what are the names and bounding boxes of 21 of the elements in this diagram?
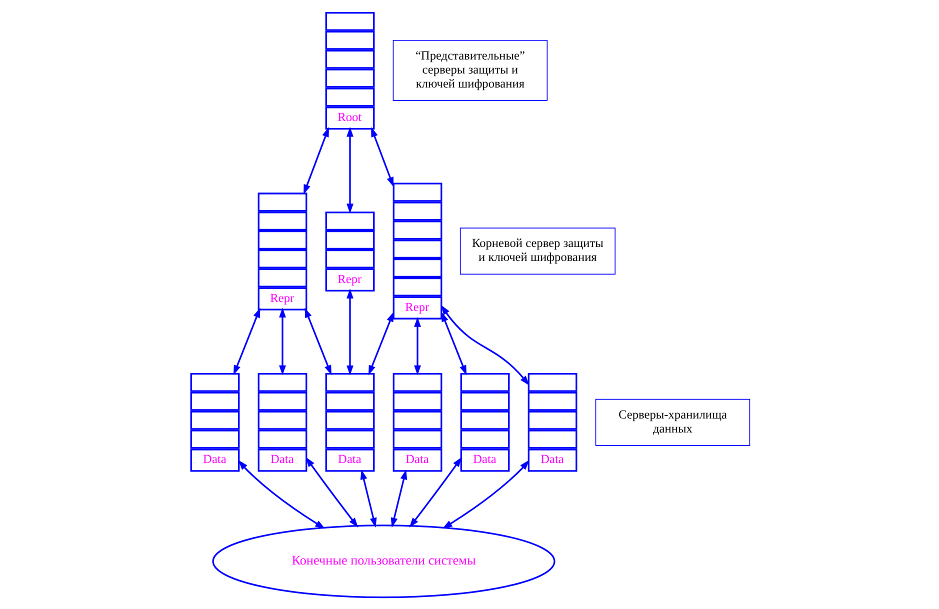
arrow (305, 457, 358, 528)
arrow (440, 312, 466, 376)
arrow (346, 126, 353, 214)
arrow (442, 460, 529, 529)
arrow (370, 127, 394, 188)
node-ellipse: Конечные пользователи системы (212, 524, 555, 598)
node-box: Серверы-хранилища данных (594, 398, 750, 446)
arrow (414, 316, 420, 376)
node-box: Корневой сервер защиты и ключей шифрования (459, 228, 616, 275)
arrow (390, 470, 407, 528)
node-box: “Представительные” серверы защиты и ключей шифрования (392, 40, 548, 101)
arrow (232, 308, 260, 376)
arrow (303, 127, 328, 194)
arrow (346, 288, 353, 376)
arrow (368, 312, 394, 376)
arrow (360, 470, 376, 528)
arrow (408, 457, 462, 528)
arrow (440, 304, 529, 386)
arrow (238, 460, 325, 529)
arrow (278, 308, 286, 376)
arrow (304, 308, 332, 376)
